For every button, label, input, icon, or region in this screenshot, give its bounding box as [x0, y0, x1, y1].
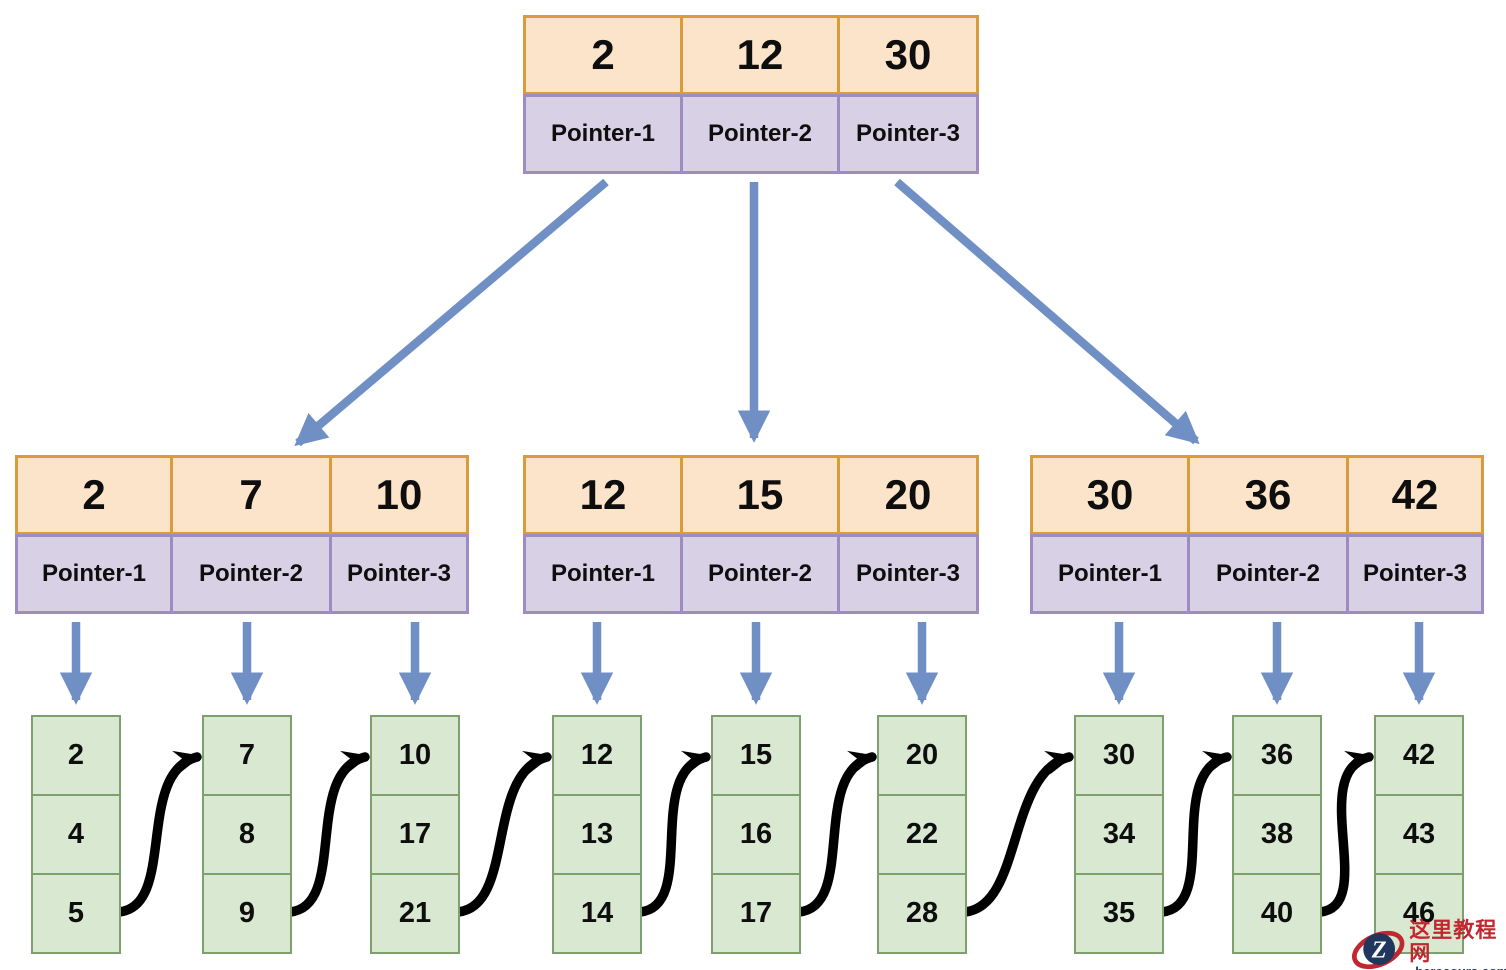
leaf-4-value-1: 12: [552, 715, 642, 796]
leaf-link-arrow-1: [114, 750, 202, 917]
leaf-1-value-2: 4: [31, 794, 121, 875]
leaf-7-value-3: 35: [1074, 873, 1164, 954]
internal-node-2-key-3: 20: [837, 455, 979, 535]
internal-node-2-key-2: 15: [680, 455, 840, 535]
internal-node-1-key-3: 10: [329, 455, 469, 535]
leaf-6-value-3: 28: [877, 873, 967, 954]
root-node-pointer-3: Pointer-3: [837, 94, 979, 174]
leaf-1-value-3: 5: [31, 873, 121, 954]
leaf-9-value-2: 43: [1374, 794, 1464, 875]
leaf-5-value-2: 16: [711, 794, 801, 875]
leaf-4-value-3: 14: [552, 873, 642, 954]
leaf-3-value-1: 10: [370, 715, 460, 796]
leaf-1-value-1: 2: [31, 715, 121, 796]
internal-node-1-pointer-3: Pointer-3: [329, 534, 469, 614]
internal-node-2-pointer-1: Pointer-1: [523, 534, 683, 614]
leaf-7-value-2: 34: [1074, 794, 1164, 875]
leaf-6-value-2: 22: [877, 794, 967, 875]
leaf-9-value-3: 46: [1374, 873, 1464, 954]
root-node-key-2: 12: [680, 15, 840, 95]
internal-node-3-pointer-3: Pointer-3: [1346, 534, 1484, 614]
leaf-2-value-1: 7: [202, 715, 292, 796]
leaf-link-arrow-7: [1157, 750, 1232, 917]
internal-node-3-pointer-1: Pointer-1: [1030, 534, 1190, 614]
leaf-3-value-3: 21: [370, 873, 460, 954]
leaf-5-value-1: 15: [711, 715, 801, 796]
leaf-6-value-1: 20: [877, 715, 967, 796]
internal-node-3-pointer-2: Pointer-2: [1187, 534, 1349, 614]
watermark-site-name: 这里教程网: [1409, 919, 1498, 966]
root-node-pointer-2: Pointer-2: [680, 94, 840, 174]
leaf-8-value-1: 36: [1232, 715, 1322, 796]
leaf-link-arrow-8: [1315, 750, 1374, 917]
internal-node-3-key-3: 42: [1346, 455, 1484, 535]
internal-node-3-key-1: 30: [1030, 455, 1190, 535]
leaf-3-value-2: 17: [370, 794, 460, 875]
internal-node-1-pointer-2: Pointer-2: [170, 534, 332, 614]
leaf-link-arrow-6: [960, 750, 1074, 917]
root-pointer-arrow-3: [894, 178, 1200, 445]
leaf-link-arrow-3: [453, 750, 552, 917]
internal-node-1-key-2: 7: [170, 455, 332, 535]
internal-node-2-pointer-2: Pointer-2: [680, 534, 840, 614]
watermark-badge: Z 这里教程网 herecours.com: [1352, 919, 1506, 970]
leaf-2-value-2: 8: [202, 794, 292, 875]
root-pointer-arrow-1: [294, 178, 609, 447]
internal-node-1-pointer-1: Pointer-1: [15, 534, 173, 614]
internal-node-2-pointer-3: Pointer-3: [837, 534, 979, 614]
internal-node-2-key-1: 12: [523, 455, 683, 535]
internal-node-3-key-2: 36: [1187, 455, 1349, 535]
leaf-8-value-2: 38: [1232, 794, 1322, 875]
watermark-text: 这里教程网 herecours.com: [1409, 919, 1506, 970]
root-node-pointer-1: Pointer-1: [523, 94, 683, 174]
leaf-4-value-2: 13: [552, 794, 642, 875]
leaf-2-value-3: 9: [202, 873, 292, 954]
leaf-link-arrow-2: [285, 750, 370, 917]
leaf-8-value-3: 40: [1232, 873, 1322, 954]
leaf-9-value-1: 42: [1374, 715, 1464, 796]
watermark-site-url: herecours.com: [1415, 964, 1506, 970]
leaf-link-arrow-4: [635, 750, 711, 917]
internal-node-1-key-1: 2: [15, 455, 173, 535]
watermark-logo-letter: Z: [1371, 936, 1387, 963]
leaf-7-value-1: 30: [1074, 715, 1164, 796]
watermark-logo-icon: Z: [1352, 930, 1405, 969]
leaf-5-value-3: 17: [711, 873, 801, 954]
leaf-link-arrow-5: [794, 750, 877, 917]
root-node-key-3: 30: [837, 15, 979, 95]
root-node-key-1: 2: [523, 15, 683, 95]
